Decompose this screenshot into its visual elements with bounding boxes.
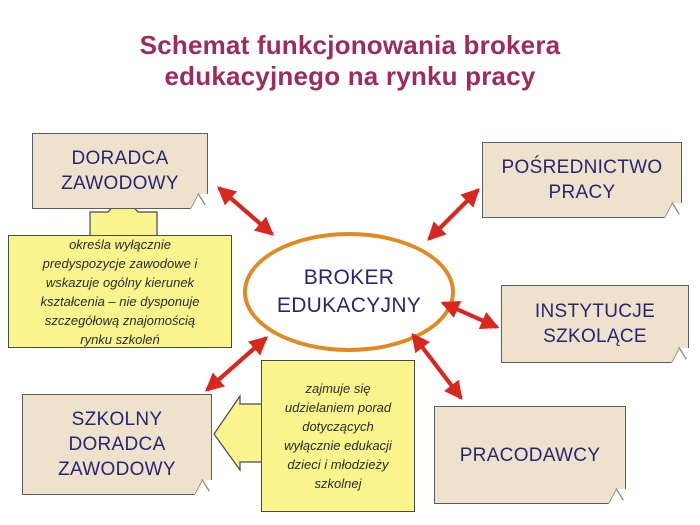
entity-box-doradca-zawodowy[interactable]: DORADCA ZAWODOWY bbox=[32, 133, 216, 209]
title-line-2: edukacyjnego na rynku pracy bbox=[164, 61, 536, 91]
central-node-label: BROKER EDUKACYJNY bbox=[276, 266, 422, 317]
central-node-broker-edukacyjny[interactable]: BROKER EDUKACYJNY bbox=[243, 232, 455, 352]
entity-box-szkolny-doradca-zawodowy[interactable]: SZKOLNY DORADCA ZAWODOWY bbox=[22, 394, 220, 495]
entity-label: SZKOLNY DORADCA ZAWODOWY bbox=[58, 409, 176, 480]
callout-arrow-left bbox=[213, 394, 264, 472]
entity-box-instytucje-szkolace[interactable]: INSTYTUCJE SZKOLĄCE bbox=[501, 285, 697, 363]
note-doradca[interactable]: określa wyłącznie predyspozycje zawodowe… bbox=[8, 235, 232, 348]
entity-label: INSTYTUCJE SZKOLĄCE bbox=[534, 301, 656, 347]
entity-box-pracodawcy[interactable]: PRACODAWCY bbox=[434, 406, 634, 504]
page-title: Schemat funkcjonowania brokera edukacyjn… bbox=[0, 30, 700, 92]
entity-label: DORADCA ZAWODOWY bbox=[61, 148, 179, 194]
note-szkolny-doradca[interactable]: zajmuje się udzielaniem porad dotyczącyc… bbox=[261, 360, 415, 512]
title-line-1: Schemat funkcjonowania brokera bbox=[139, 30, 561, 60]
entity-label: PRACODAWCY bbox=[459, 444, 601, 466]
note-text: określa wyłącznie predyspozycje zawodowe… bbox=[40, 236, 200, 347]
note-text: zajmuje się udzielaniem porad dotyczącyc… bbox=[284, 381, 392, 491]
entity-label: POŚREDNICTWO PRACY bbox=[501, 157, 663, 203]
entity-box-posrednictwo-pracy[interactable]: POŚREDNICTWO PRACY bbox=[482, 142, 690, 218]
